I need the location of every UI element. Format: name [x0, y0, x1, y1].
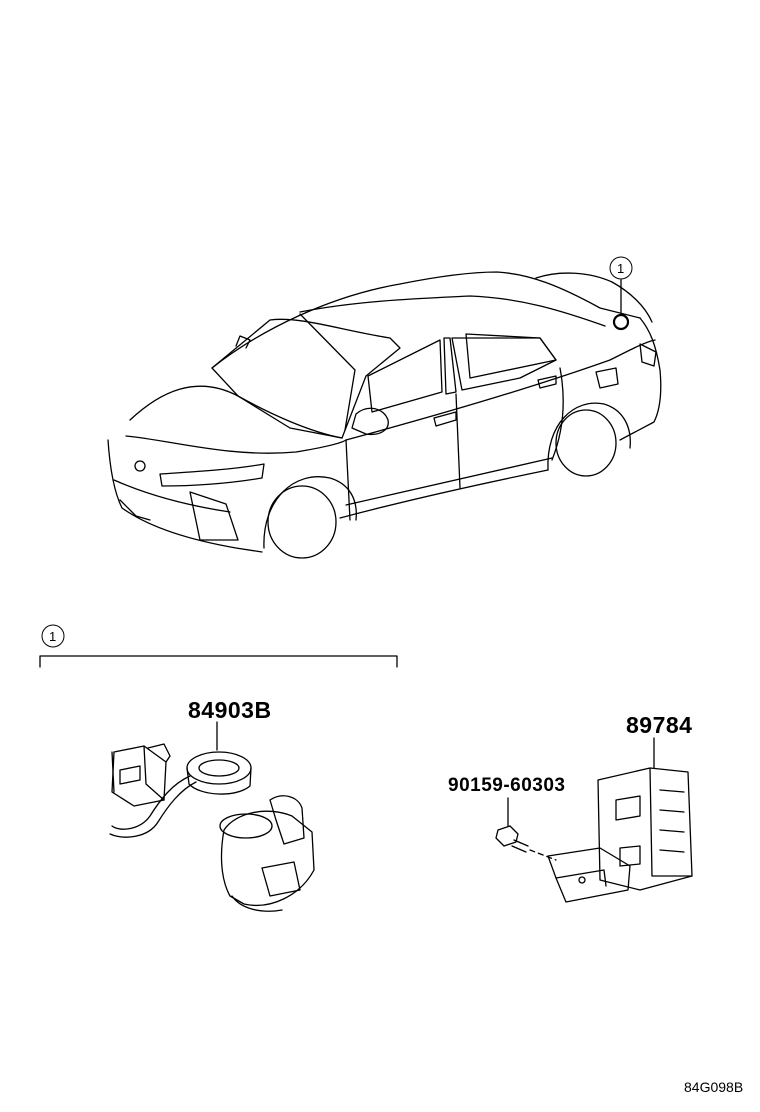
callout-number-group: 1: [49, 629, 56, 644]
switch-coil-ring-outer: [186, 751, 252, 785]
switch-connector-face: [111, 745, 165, 801]
bolt-install-line: [529, 849, 557, 861]
car-rear-spoiler: [535, 272, 653, 323]
part-number-89784[interactable]: 89784: [626, 712, 693, 738]
car-grille-right: [189, 491, 239, 541]
bolt-shank: [511, 839, 529, 853]
group-bracket: 1: [39, 624, 398, 668]
car-door-seam-rear: [551, 367, 564, 461]
callout-circle-group: [41, 624, 65, 648]
car-b-pillar: [443, 337, 457, 395]
car-windshield-inner: [299, 313, 356, 431]
car-side-mirror: [351, 407, 389, 436]
computer-assembly-drawing: [495, 737, 693, 903]
location-marker: 1: [609, 256, 633, 331]
diagram-reference-code: 84G098B: [684, 1079, 744, 1095]
car-lower-side: [345, 457, 553, 506]
switch-coil-ring-inner: [198, 759, 240, 777]
location-marker-ring: [612, 313, 630, 331]
callout-circle-car: [609, 256, 633, 280]
switch-body-lower: [231, 895, 283, 912]
switch-connector-tab: [147, 743, 171, 763]
group-bracket-line: [39, 655, 398, 668]
car-roof-line: [211, 271, 641, 369]
car-grille-left: [119, 499, 151, 521]
switch-wire-harness-2: [109, 781, 197, 838]
computer-bracket-hole: [578, 876, 586, 884]
switch-coil-ring-side: [186, 767, 252, 795]
switch-wire-harness: [111, 775, 191, 830]
part-number-84903b[interactable]: 84903B: [188, 697, 272, 723]
car-rear-wheel-arch: [547, 402, 631, 471]
car-emblem: [134, 460, 146, 472]
car-hood-crease: [125, 435, 347, 454]
car-door-seam-front: [345, 439, 351, 521]
computer-box-detail-1: [615, 795, 641, 821]
computer-box-front: [597, 767, 693, 891]
car-rear-wheel: [555, 409, 617, 477]
computer-box-ribs: [659, 789, 685, 853]
car-hood: [129, 385, 343, 439]
car-antenna: [235, 335, 251, 349]
car-windshield: [211, 318, 401, 439]
car-headlamp: [159, 463, 265, 487]
car-belt-line: [345, 339, 656, 441]
car-door-seam-mid: [455, 393, 461, 489]
computer-bracket: [547, 847, 631, 903]
bolt-head: [495, 825, 519, 847]
car-front-fascia: [107, 439, 263, 553]
car-roof-ridge: [299, 295, 606, 327]
car-fuel-lid: [595, 367, 619, 389]
callout-number-car: 1: [617, 261, 624, 276]
computer-box-detail-2: [619, 845, 641, 867]
car-illustration: [107, 271, 662, 559]
switch-assembly-drawing: [109, 721, 315, 912]
switch-body-top: [219, 813, 273, 839]
car-door-handle-rear: [537, 375, 557, 389]
computer-box-edge: [649, 767, 693, 877]
switch-body-detail: [269, 795, 305, 845]
computer-bracket-tab: [555, 869, 607, 887]
car-rear-body: [619, 317, 662, 441]
car-rocker: [339, 469, 549, 519]
car-front-wheel: [267, 485, 337, 559]
car-front-side-window: [367, 339, 443, 413]
car-rear-lamp: [639, 343, 657, 367]
part-number-90159-60303[interactable]: 90159-60303: [448, 775, 566, 796]
switch-connector-lock: [119, 765, 141, 785]
switch-body: [220, 810, 315, 906]
switch-body-bracket: [261, 861, 301, 897]
car-door-handle-front: [433, 411, 457, 427]
car-rear-side-window: [451, 337, 557, 391]
car-front-lower: [113, 479, 231, 513]
